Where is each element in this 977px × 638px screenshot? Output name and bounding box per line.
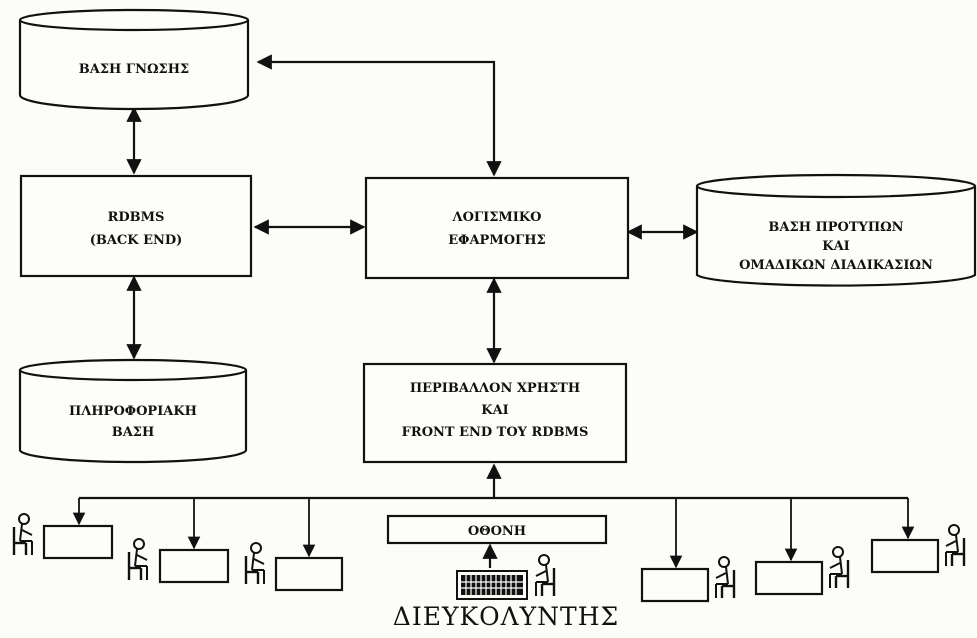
participant-3 xyxy=(246,543,342,590)
rdbms-box: RDBMS (BACK END) xyxy=(21,176,251,276)
user-env-label: ΠΕΡΙΒΑΛΛΟΝ ΧΡΗΣΤΗ xyxy=(410,381,580,396)
participant-4 xyxy=(642,557,734,601)
keyboard-icon xyxy=(457,571,527,599)
participant-5 xyxy=(756,547,848,594)
info-base-label-2: ΒΑΣΗ xyxy=(112,425,155,440)
app-software-box: ΛΟΓΙΣΜΙΚΟ ΕΦΑΡΜΟΓΗΣ xyxy=(366,178,628,278)
knowledge-base-label: ΒΑΣΗ ΓΝΩΣΗΣ xyxy=(79,62,189,77)
terminal-icon xyxy=(160,550,228,582)
templates-base-label-2: ΚΑΙ xyxy=(822,239,849,254)
seated-person-icon xyxy=(946,525,964,566)
knowledge-base-cylinder: ΒΑΣΗ ΓΝΩΣΗΣ xyxy=(20,10,248,109)
rdbms-subtitle: (BACK END) xyxy=(90,233,183,248)
seated-person-icon xyxy=(536,555,554,596)
info-base-label: ΠΛΗΡΟΦΟΡΙΑΚΗ xyxy=(69,404,197,419)
user-env-label-2: ΚΑΙ xyxy=(481,403,508,418)
participant-2 xyxy=(129,539,228,582)
seated-person-icon xyxy=(716,557,734,598)
user-env-box: ΠΕΡΙΒΑΛΛΟΝ ΧΡΗΣΤΗ ΚΑΙ FRONT END ΤΟΥ RDBM… xyxy=(364,364,626,462)
seated-person-icon xyxy=(246,543,264,584)
coordinator-person xyxy=(536,555,554,596)
app-software-label-2: ΕΦΑΡΜΟΓΗΣ xyxy=(448,233,546,248)
app-software-label: ΛΟΓΙΣΜΙΚΟ xyxy=(451,210,541,225)
screen-label: ΟΘΟΝΗ xyxy=(468,524,526,539)
info-base-cylinder: ΠΛΗΡΟΦΟΡΙΑΚΗ ΒΑΣΗ xyxy=(20,360,246,462)
screen-box: ΟΘΟΝΗ xyxy=(388,516,606,543)
terminal-icon xyxy=(44,526,112,558)
templates-base-cylinder: ΒΑΣΗ ΠΡΟΤΥΠΩΝ ΚΑΙ ΟΜΑΔΙΚΩΝ ΔΙΑΔΙΚΑΣΙΩΝ xyxy=(697,175,975,286)
terminal-icon xyxy=(756,562,822,594)
user-env-label-3: FRONT END ΤΟΥ RDBMS xyxy=(402,425,589,440)
seated-person-icon xyxy=(129,539,147,580)
participant-1 xyxy=(14,514,112,558)
kb-app-arrow xyxy=(258,62,494,175)
participant-6 xyxy=(872,525,964,572)
terminal-icon xyxy=(276,558,342,590)
coordinator-label: ΔΙΕΥΚΟΛΥΝΤΗΣ xyxy=(393,602,619,631)
terminal-icon xyxy=(642,569,708,601)
connectors xyxy=(79,62,908,568)
templates-base-label: ΒΑΣΗ ΠΡΟΤΥΠΩΝ xyxy=(768,220,903,235)
templates-base-label-3: ΟΜΑΔΙΚΩΝ ΔΙΑΔΙΚΑΣΙΩΝ xyxy=(739,258,933,273)
seated-person-icon xyxy=(830,547,848,588)
seated-person-icon xyxy=(14,514,32,555)
terminal-icon xyxy=(872,540,938,572)
rdbms-label: RDBMS xyxy=(108,210,165,225)
